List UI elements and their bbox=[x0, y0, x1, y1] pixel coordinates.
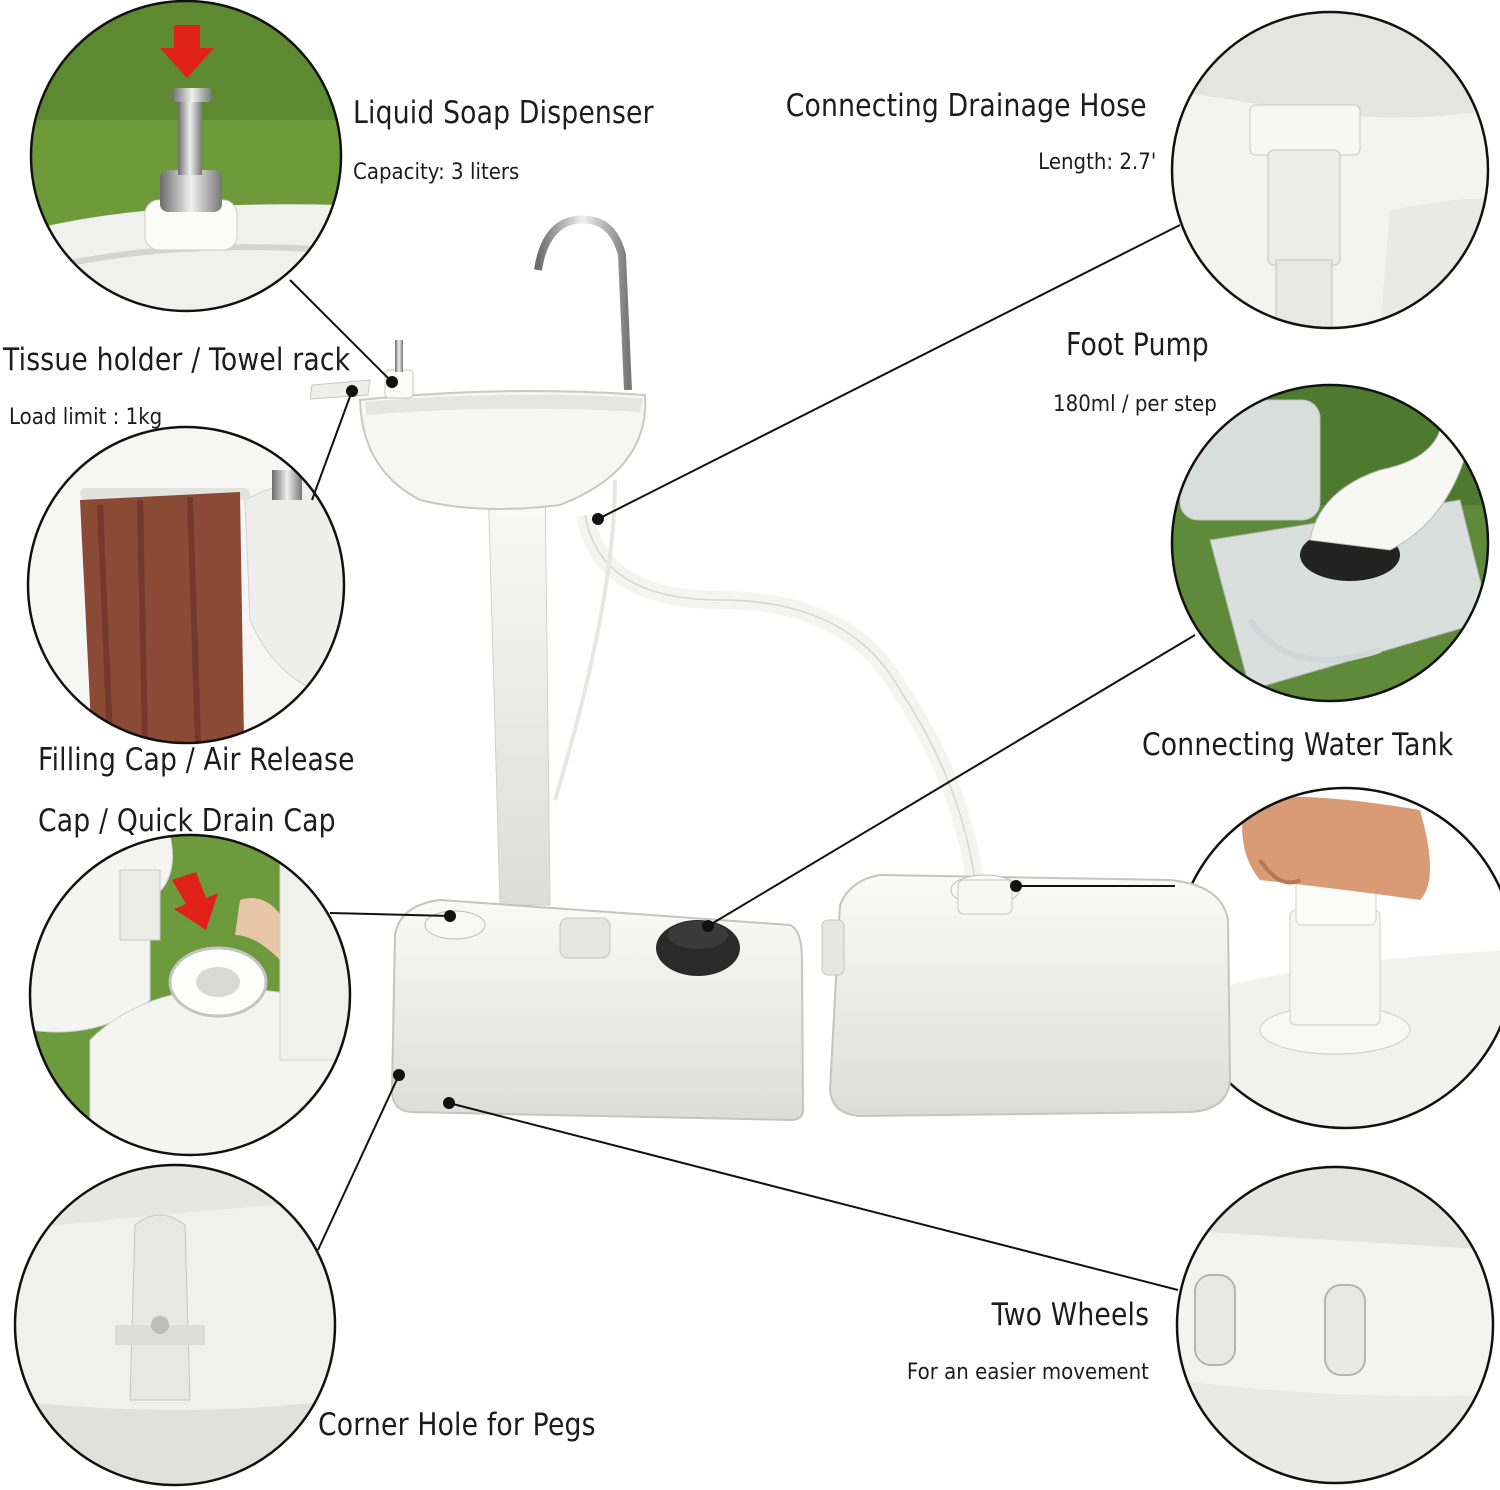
drainage-hose-length: Length: 2.7' bbox=[1037, 150, 1156, 175]
tissue-leader-line bbox=[311, 390, 353, 501]
wheels-title: Two Wheels bbox=[991, 1297, 1149, 1333]
corner-leader-line bbox=[317, 1074, 400, 1251]
wheels-circle bbox=[1175, 1165, 1495, 1485]
foot-pump-circle bbox=[1170, 383, 1490, 703]
corner-hole-circle bbox=[13, 1163, 337, 1487]
filling-cap-circle bbox=[28, 833, 352, 1157]
soap-dispenser-photo bbox=[31, 1, 341, 311]
soap-leader-line bbox=[289, 279, 393, 383]
towel-rack-photo bbox=[28, 427, 344, 743]
red-arrow-icon bbox=[160, 25, 214, 78]
soap-dispenser-title: Liquid Soap Dispenser bbox=[353, 95, 654, 131]
corner-hole-photo bbox=[15, 1165, 335, 1485]
filling-cap-title-line1: Filling Cap / Air Release bbox=[38, 742, 355, 778]
red-arrow-icon bbox=[172, 872, 218, 930]
towel-rack-circle bbox=[26, 425, 346, 745]
corner-hole-title: Corner Hole for Pegs bbox=[318, 1407, 596, 1443]
tissue-holder-load: Load limit : 1kg bbox=[9, 405, 163, 430]
filling-cap-title-line2: Cap / Quick Drain Cap bbox=[38, 803, 336, 839]
filling-leader-line bbox=[329, 912, 451, 917]
leader-lines bbox=[289, 224, 1196, 1291]
drain-leader-line bbox=[597, 224, 1181, 520]
hand-wash-station bbox=[309, 215, 1232, 1122]
tissue-holder-title: Tissue holder / Towel rack bbox=[3, 342, 351, 378]
wheels-detail: For an easier movement bbox=[906, 1360, 1149, 1385]
foot-pump-photo bbox=[1172, 385, 1488, 701]
wheels-leader-line bbox=[448, 1102, 1179, 1291]
leader-dots bbox=[346, 376, 1022, 1109]
soap-dispenser-circle bbox=[29, 0, 343, 313]
soap-dispenser-capacity: Capacity: 3 liters bbox=[353, 160, 520, 185]
pump-leader-line bbox=[707, 634, 1196, 927]
filling-cap-photo bbox=[30, 835, 350, 1155]
drainage-hose-title: Connecting Drainage Hose bbox=[786, 88, 1147, 124]
drainage-hose-photo bbox=[1172, 12, 1488, 328]
foot-pump-volume: 180ml / per step bbox=[1053, 392, 1217, 417]
drainage-hose-circle bbox=[1170, 10, 1490, 330]
foot-pump-title: Foot Pump bbox=[1066, 327, 1209, 363]
water-tank-title: Connecting Water Tank bbox=[1142, 727, 1454, 763]
